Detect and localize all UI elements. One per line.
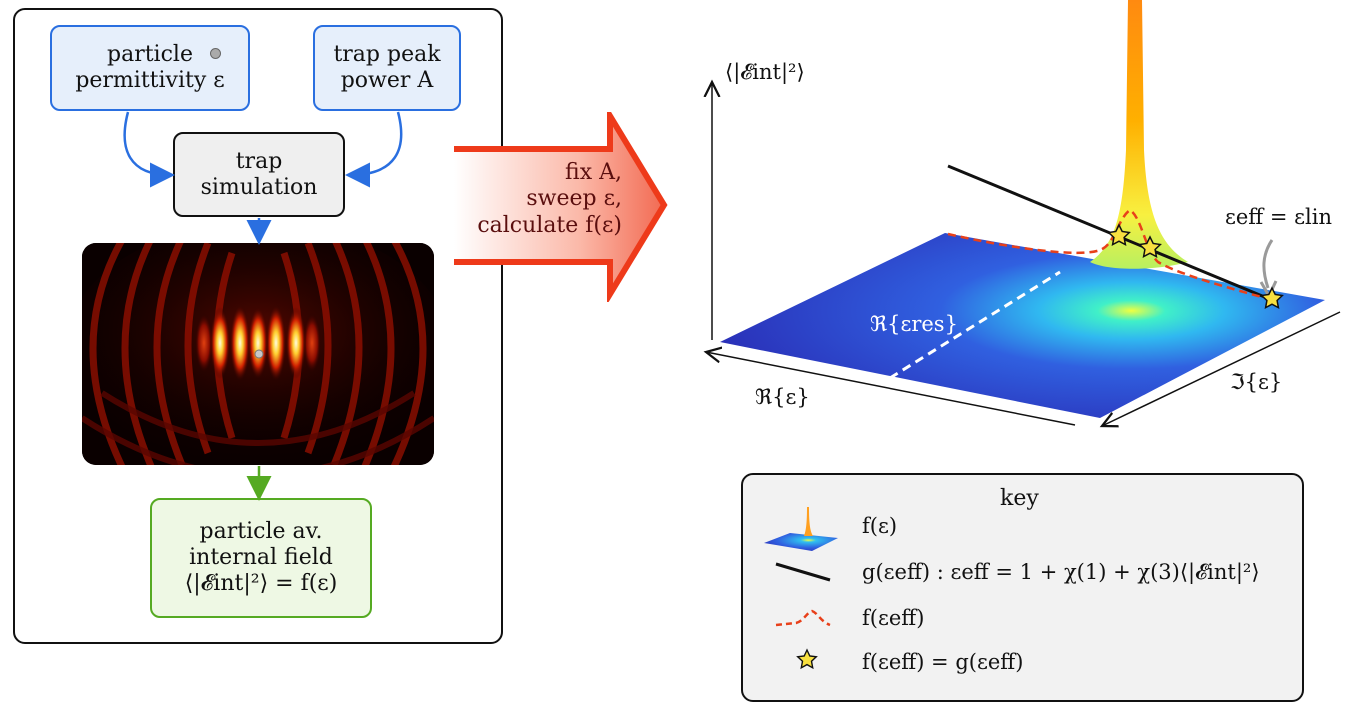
re-axis-label: ℜ{ε} xyxy=(755,385,810,409)
black-line-icon xyxy=(775,562,831,582)
box-d-line2: internal field xyxy=(189,545,333,571)
box-b-line1: trap peak xyxy=(333,42,441,68)
eff-lin-annotation: εeff = εlin xyxy=(1225,205,1333,229)
im-axis xyxy=(1102,311,1341,426)
star-icon xyxy=(1260,286,1284,309)
surface-plot xyxy=(690,0,1341,460)
arrow-line3: calculate f(ε) xyxy=(477,212,622,238)
workflow-connectors xyxy=(123,111,403,501)
surface-sheet xyxy=(720,233,1325,418)
star-icon xyxy=(1107,223,1131,246)
legend-box xyxy=(741,473,1304,702)
box-a-line2: permittivity ε xyxy=(75,68,225,93)
particle-permittivity-box: particle permittivity ε xyxy=(50,25,250,111)
trap-field-map xyxy=(82,243,434,465)
surface-icon xyxy=(764,507,838,551)
arrow-line1: fix A, xyxy=(565,160,622,185)
field-intensity-image xyxy=(82,243,434,465)
box-d-line3: ⟨|𝓔int|²⟩ = f(ε) xyxy=(184,570,338,596)
trap-simulation-box: trap simulation xyxy=(173,132,345,217)
dashed-red-line-icon xyxy=(775,609,831,627)
box-a-line1: particle xyxy=(107,42,193,68)
particle-dot-icon xyxy=(210,48,221,59)
trap-peak-power-box: trap peak power A xyxy=(313,25,461,111)
box-b-line2: power A xyxy=(340,68,434,93)
process-arrow-label: fix A, sweep ε, calculate f(ε) xyxy=(444,160,622,239)
star-icon xyxy=(1138,235,1162,258)
star-icon xyxy=(796,648,818,670)
legend-item-surface: f(ε) xyxy=(862,514,898,538)
resonance-spike xyxy=(1090,0,1188,269)
legend-item-g-line: g(εeff) : εeff = 1 + χ(1) + χ(3)⟨|𝓔int|²… xyxy=(862,560,1260,584)
box-d-line1: particle av. xyxy=(199,519,323,545)
z-axis-label: ⟨|𝓔int|²⟩ xyxy=(725,60,805,84)
res-line-label: ℜ{εres} xyxy=(870,312,958,336)
box-c-line1: trap xyxy=(235,148,283,174)
box-c-line2: simulation xyxy=(200,174,318,200)
res-line xyxy=(889,270,1061,380)
connector-b-to-c xyxy=(345,111,403,188)
annotation-arrow xyxy=(1262,239,1274,289)
arrow-line2: sweep ε, xyxy=(526,186,622,212)
legend-title: key xyxy=(1000,486,1039,511)
process-arrow xyxy=(454,112,668,302)
workflow-panel xyxy=(13,8,503,644)
re-axis xyxy=(706,352,1076,426)
connector-a-to-c xyxy=(123,111,175,188)
legend-item-f-eff: f(εeff) xyxy=(862,606,925,630)
im-axis-label: ℑ{ε} xyxy=(1230,370,1283,394)
f-eff-curve xyxy=(947,208,1273,302)
legend-item-star: f(εeff) = g(εeff) xyxy=(862,650,1024,674)
internal-field-box: particle av. internal field ⟨|𝓔int|²⟩ = … xyxy=(150,498,372,618)
